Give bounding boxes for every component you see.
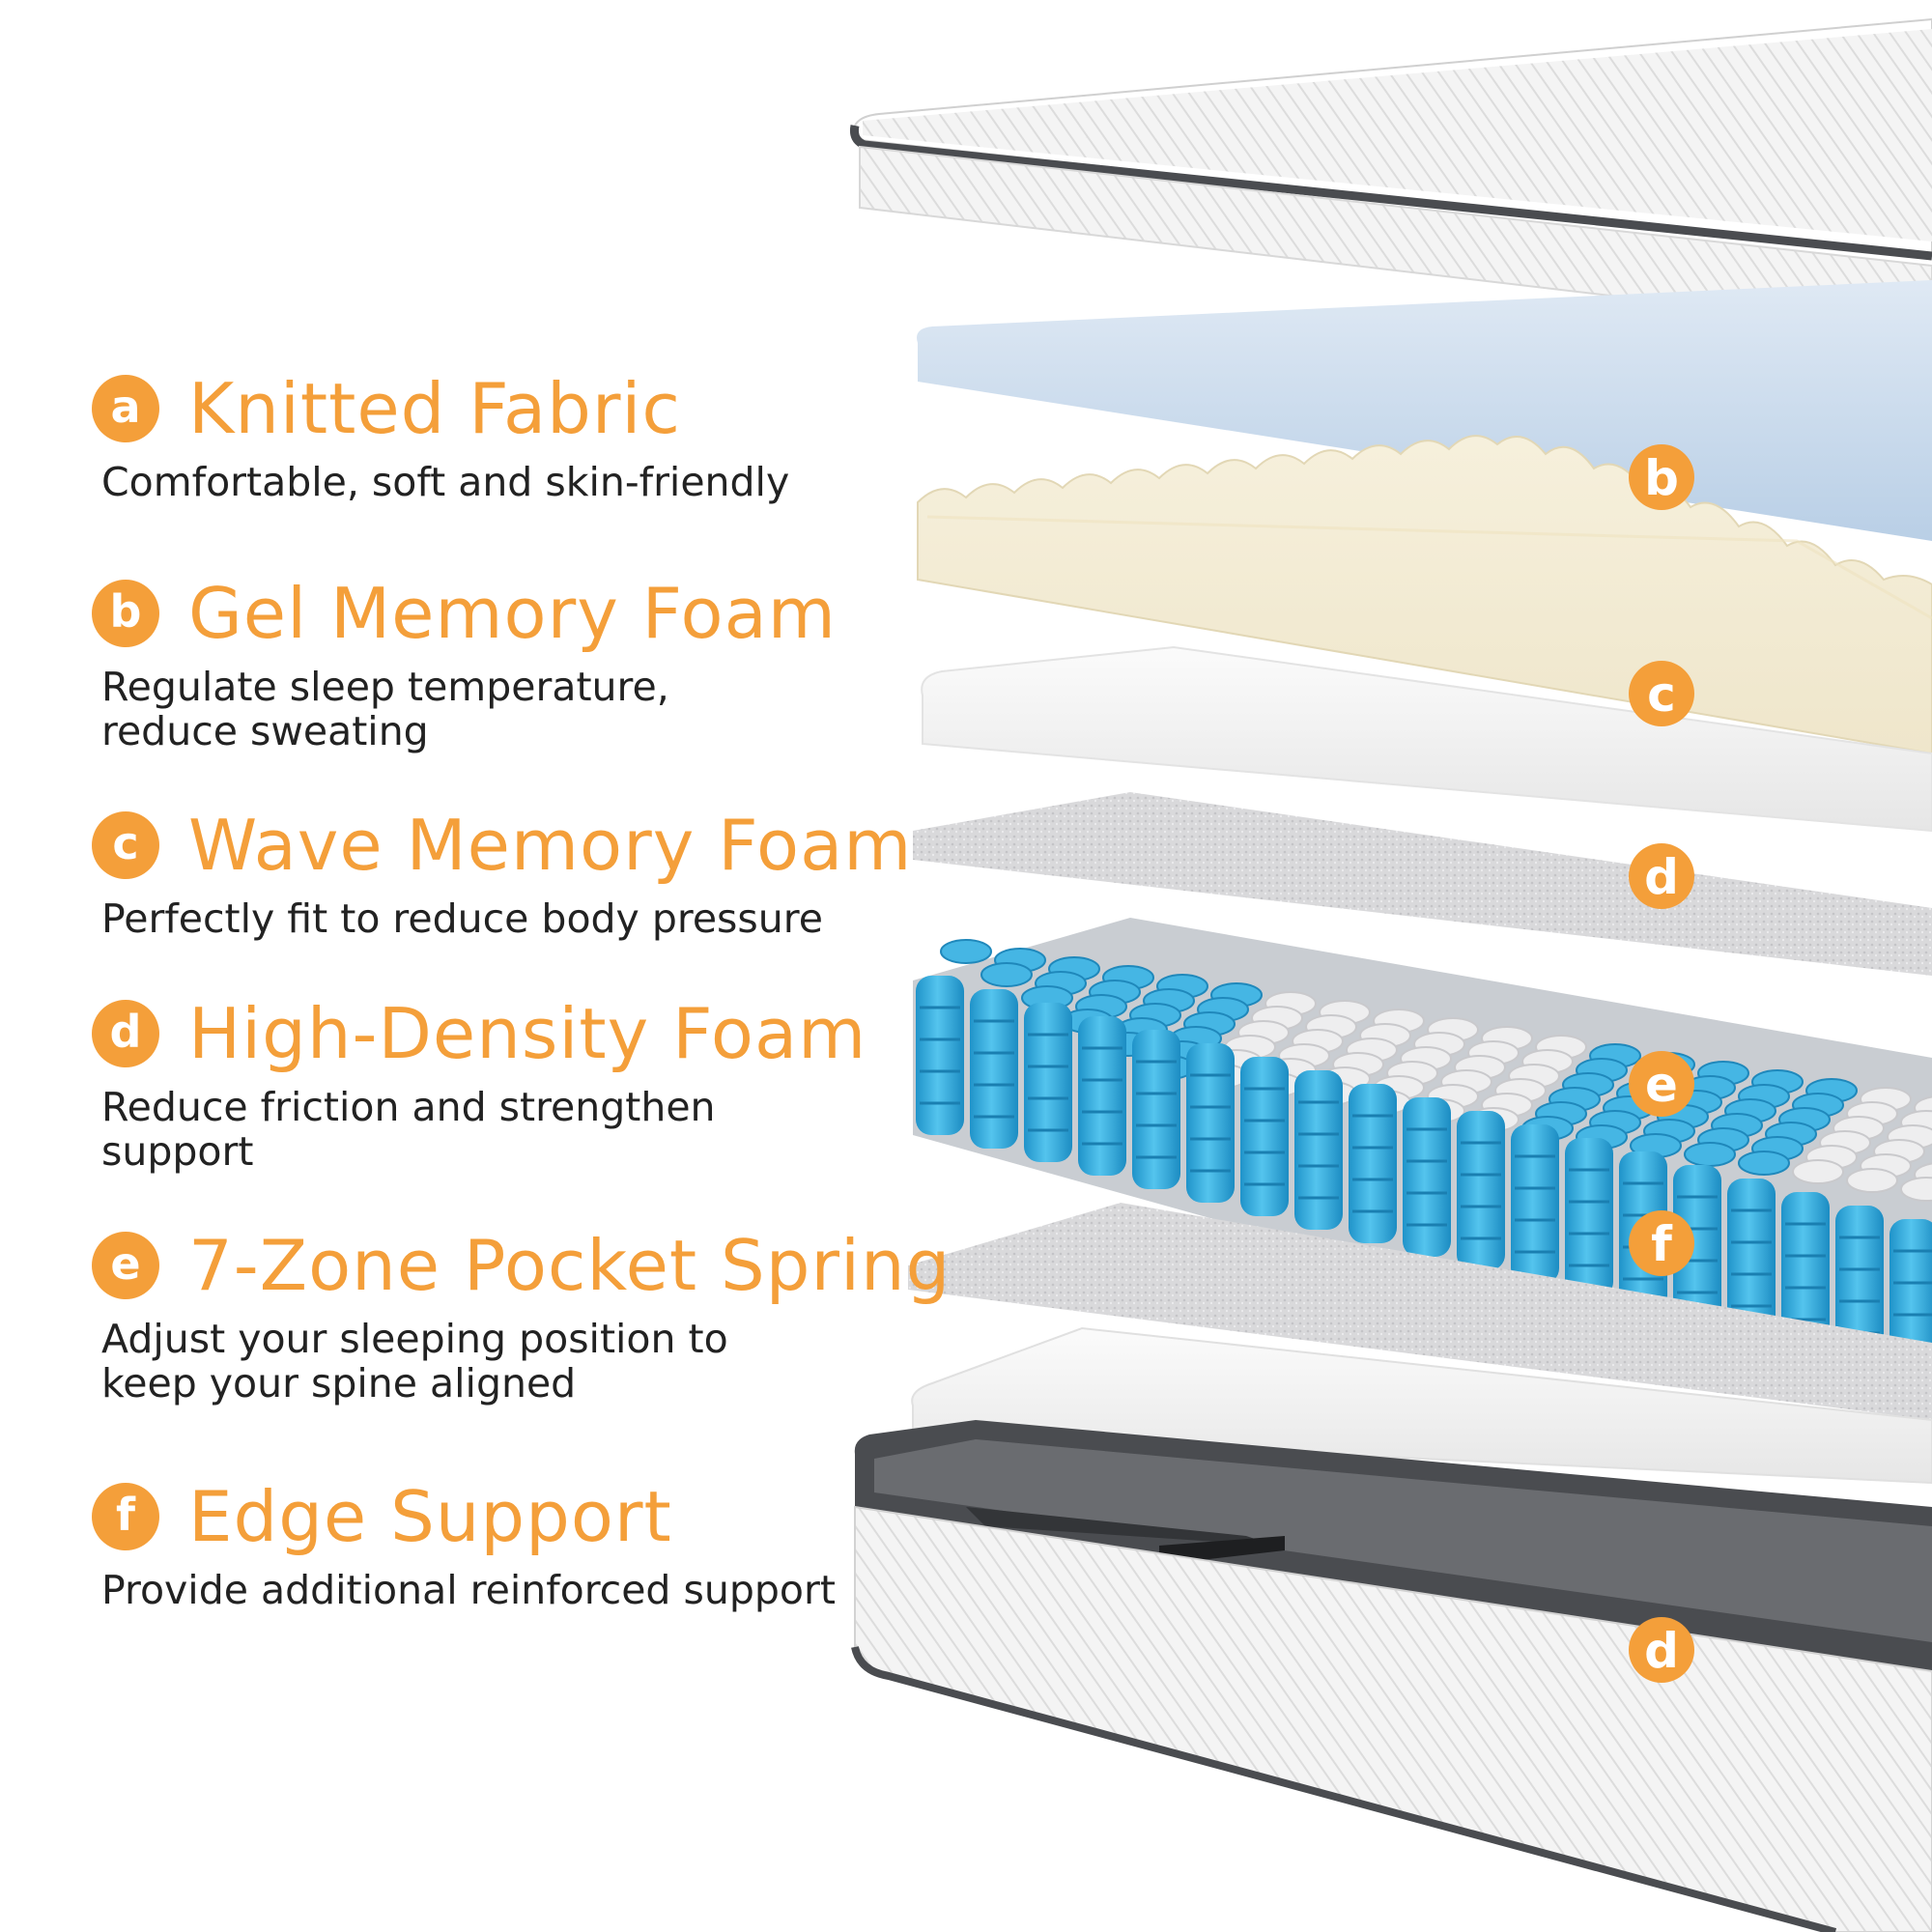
spring-top: [980, 962, 1033, 987]
spring-column: [1349, 1084, 1397, 1243]
feature-high-density-foam: d High-Density Foam Reduce friction and …: [92, 990, 923, 1174]
feature-pocket-spring: e 7-Zone Pocket Spring Adjust your sleep…: [92, 1222, 950, 1406]
spring-top: [940, 939, 992, 964]
spring-top: [1792, 1159, 1844, 1184]
spring-column: [970, 989, 1018, 1149]
spring-column: [1511, 1124, 1559, 1284]
spring-top: [1738, 1151, 1790, 1176]
svg-text:e: e: [1645, 1057, 1678, 1113]
feature-title: Wave Memory Foam: [188, 805, 913, 886]
feature-title: 7-Zone Pocket Spring: [188, 1225, 952, 1306]
svg-text:f: f: [1651, 1216, 1673, 1272]
spring-top: [1846, 1168, 1898, 1193]
spring-column: [1403, 1097, 1451, 1257]
spring-column: [1457, 1111, 1505, 1270]
spring-column: [1240, 1057, 1289, 1216]
feature-description: Comfortable, soft and skin-friendly: [101, 459, 790, 505]
edge-support-frame: [854, 1420, 1932, 1671]
spring-column: [1781, 1192, 1830, 1351]
high-density-foam-layer-upper: [913, 792, 1932, 976]
spring-column: [1186, 1043, 1235, 1203]
feature-wave-memory-foam: c Wave Memory Foam Perfectly fit to redu…: [92, 802, 923, 941]
layer-marker-e: e: [1629, 1051, 1694, 1117]
layer-marker-c: c: [1629, 661, 1694, 726]
spring-column: [1727, 1179, 1776, 1338]
high-density-foam-layer-lower: [908, 1203, 1932, 1420]
feature-gel-memory-foam: b Gel Memory Foam Regulate sleep tempera…: [92, 570, 923, 753]
feature-letter-badge: c: [92, 811, 159, 879]
feature-title: Edge Support: [188, 1476, 672, 1557]
spring-columns: [916, 976, 1932, 1378]
bottom-cover: [851, 1505, 1932, 1932]
spring-column: [1294, 1070, 1343, 1230]
feature-letter-badge: d: [92, 1000, 159, 1067]
feature-description: Reduce friction and strengthen support: [101, 1084, 716, 1175]
spring-column: [1132, 1030, 1180, 1189]
spring-top: [1900, 1177, 1932, 1202]
feature-letter-badge: a: [92, 375, 159, 442]
svg-text:d: d: [1644, 1623, 1679, 1679]
feature-title: High-Density Foam: [188, 993, 867, 1074]
feature-letter-badge: b: [92, 580, 159, 647]
svg-text:d: d: [1644, 849, 1679, 905]
svg-text:b: b: [1644, 450, 1679, 506]
feature-description: Perfectly fit to reduce body pressure: [101, 895, 823, 942]
spring-top: [1684, 1142, 1736, 1167]
feature-letter-badge: f: [92, 1483, 159, 1550]
feature-knitted-fabric: a Knitted Fabric Comfortable, soft and s…: [92, 365, 923, 504]
spring-column: [916, 976, 964, 1135]
layer-marker-b: b: [1629, 444, 1694, 510]
svg-text:c: c: [1647, 667, 1676, 723]
feature-title: Knitted Fabric: [188, 368, 682, 449]
comfort-foam-layer: [921, 645, 1932, 833]
spring-column: [1565, 1138, 1613, 1297]
feature-edge-support: f Edge Support Provide additional reinfo…: [92, 1473, 923, 1612]
layer-marker-f: f: [1629, 1210, 1694, 1276]
feature-title: Gel Memory Foam: [188, 573, 837, 654]
layer-marker-d-bottom: d: [1629, 1617, 1694, 1683]
knitted-fabric-layer: [850, 17, 1932, 335]
spring-column: [1078, 1016, 1126, 1176]
feature-description: Provide additional reinforced support: [101, 1567, 836, 1613]
feature-description: Regulate sleep temperature, reduce sweat…: [101, 664, 669, 754]
layer-marker-d: d: [1629, 843, 1694, 909]
spring-column: [1024, 1003, 1072, 1162]
feature-description: Adjust your sleeping position to keep yo…: [101, 1316, 728, 1406]
feature-letter-badge: e: [92, 1232, 159, 1299]
pocket-spring-layer: [913, 918, 1932, 1420]
